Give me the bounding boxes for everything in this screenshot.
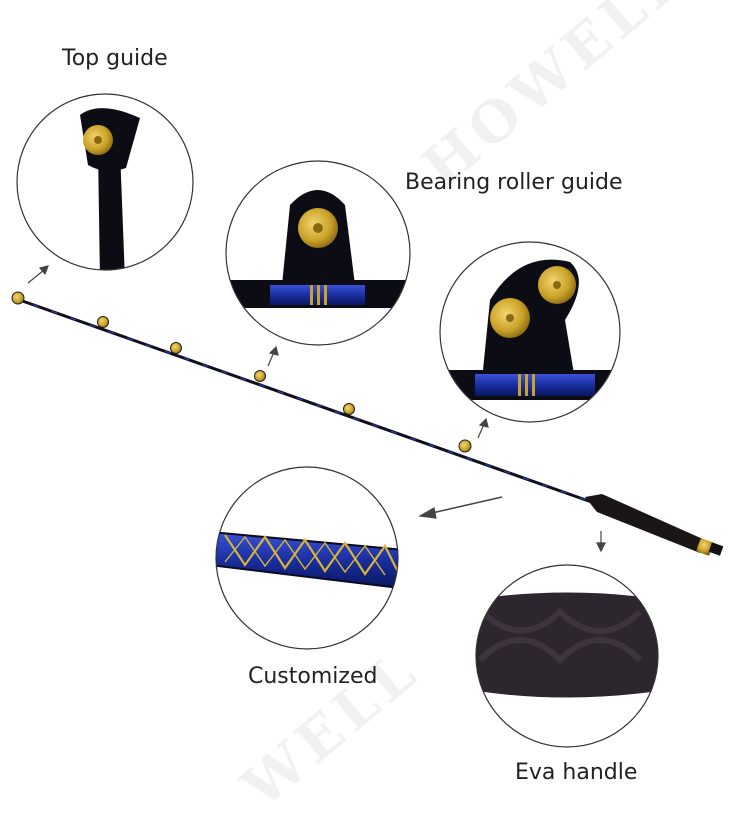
bearing-roller-guide-detail — [225, 160, 411, 346]
bearing-roller-guide-label: Bearing roller guide — [405, 170, 623, 195]
customized-label: Customized — [248, 664, 378, 689]
rod-guide-marker — [458, 439, 472, 453]
rod-guide-marker — [343, 403, 355, 415]
eva-handle-on-rod — [585, 494, 705, 553]
fishing-rod — [13, 296, 724, 556]
rod-guide-marker — [11, 291, 25, 305]
rod-guide-marker — [97, 316, 109, 328]
top-guide-label: Top guide — [62, 46, 168, 71]
rod-guide-marker — [170, 342, 182, 354]
top-guide-detail — [16, 93, 194, 271]
rod-guide-marker — [254, 370, 266, 382]
customized-wrap-detail — [215, 466, 399, 650]
pointer-arrows — [27, 265, 606, 553]
double-roller-guide-detail — [439, 241, 621, 423]
eva-handle-label: Eva handle — [515, 760, 638, 785]
eva-handle-detail — [475, 564, 659, 748]
rod-guides — [11, 291, 472, 453]
